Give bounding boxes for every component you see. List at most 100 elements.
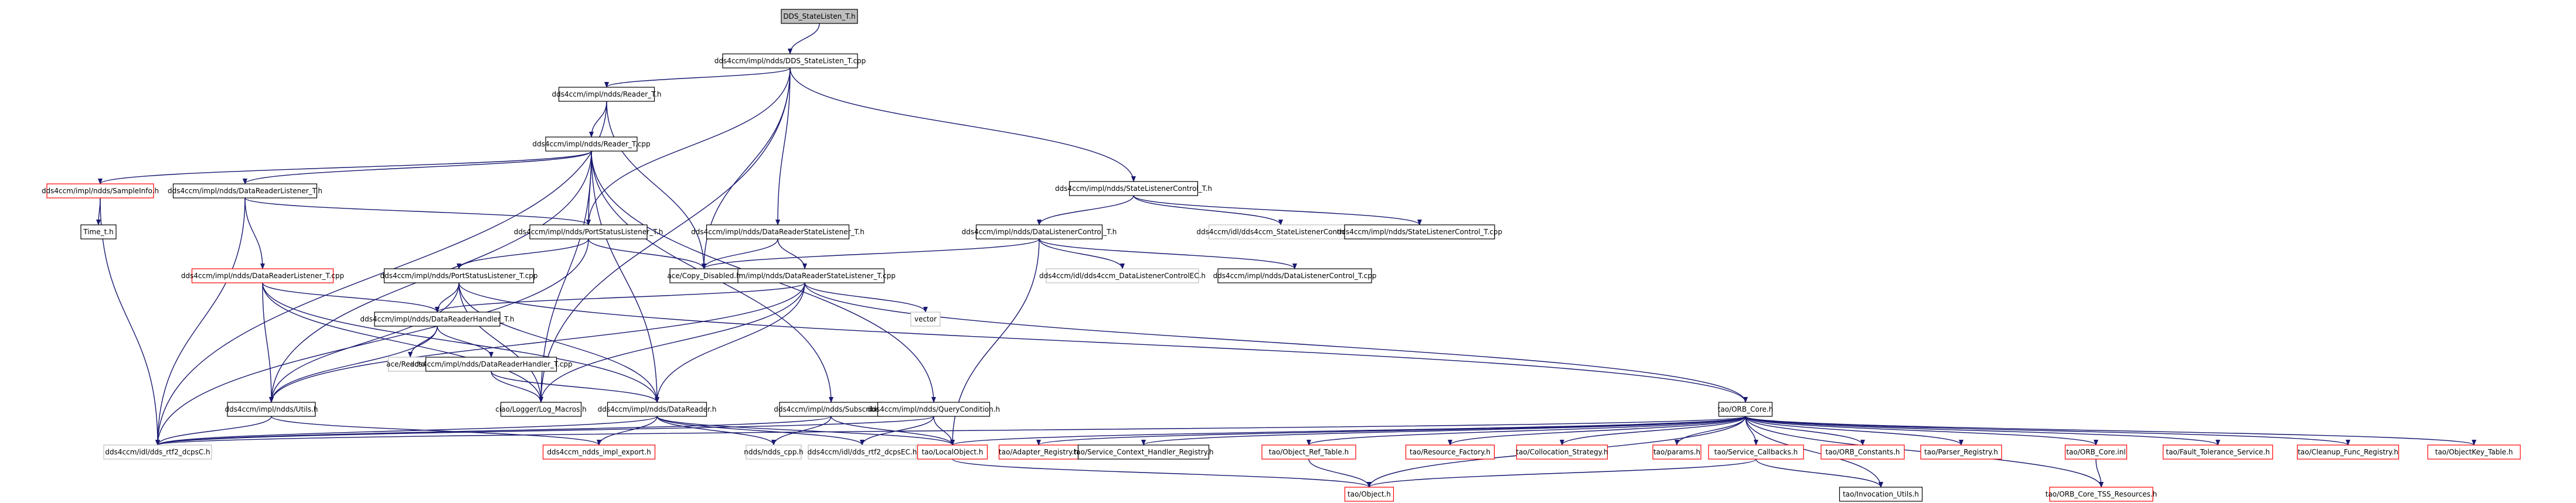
node-orb-constants[interactable]: tao/ORB_Constants.h (1820, 444, 1905, 460)
node-label: vector (914, 315, 937, 323)
node-slc-h[interactable]: dds4ccm/impl/ndds/StateListenerControl_T… (1055, 181, 1212, 196)
node-label: tao/Parser_Registry.h (1924, 448, 1998, 456)
node-label: tao/Invocation_Utils.h (1843, 490, 1919, 498)
include-edge-datareader-to-dds_rtf2_ec (656, 416, 865, 446)
node-box (746, 444, 802, 460)
node-drsl-cpp[interactable]: dds4ccm/impl/ndds/DataReaderStateListene… (714, 268, 896, 283)
node-time-t[interactable]: Time_t.h (80, 224, 117, 239)
node-log-macros[interactable]: ciao/Logger/Log_Macros.h (495, 402, 587, 417)
include-edge-drl_h-to-dds_rtf2 (155, 197, 246, 446)
include-edge-psl_cpp-to-orb_core (458, 282, 1748, 403)
include-edge-drsl_cpp-to-utils (269, 282, 805, 403)
include-edge-psl_h-to-copy_disabled (588, 238, 706, 269)
node-slc-ec[interactable]: dds4ccm/idl/dds4ccm_StateListenerControl… (1196, 224, 1365, 239)
node-dlc-h[interactable]: dds4ccm/impl/ndds/DataListenerControl_T.… (962, 224, 1117, 239)
node-drl-cpp[interactable]: dds4ccm/impl/ndds/DataReaderListener_T.c… (181, 268, 344, 283)
node-datareader[interactable]: dds4ccm/impl/ndds/DataReader.h (598, 402, 717, 417)
node-reader-h[interactable]: dds4ccm/impl/ndds/Reader_T.h (552, 87, 662, 102)
node-box (2296, 444, 2400, 460)
node-parser-reg[interactable]: tao/Parser_Registry.h (1920, 444, 2002, 460)
edges-layer (96, 23, 2476, 488)
node-orb-core-tss[interactable]: tao/ORB_Core_TSS_Resources.h (2046, 487, 2158, 502)
node-label: dds4ccm/impl/ndds/Subscriber.h (774, 405, 888, 413)
node-params[interactable]: tao/params.h (1652, 444, 1702, 460)
node-label: tao/Adapter_Registry.h (999, 448, 1078, 456)
node-label: dds4ccm/impl/ndds/PortStatusListener_T.c… (380, 272, 537, 280)
include-edge-drl_cpp-to-log_macros (262, 282, 543, 403)
node-orb-core-inl[interactable]: tao/ORB_Core.inl (2064, 444, 2128, 460)
node-invocation-utils[interactable]: tao/Invocation_Utils.h (1839, 487, 1923, 502)
node-root[interactable]: DDS_StateListen_T.h (781, 9, 858, 24)
node-box (2162, 444, 2274, 460)
node-subscriber[interactable]: dds4ccm/impl/ndds/Subscriber.h (774, 402, 889, 417)
include-edge-querycond-to-dds_rtf2 (155, 416, 934, 446)
node-res-factory[interactable]: tao/Resource_Factory.h (1405, 444, 1495, 460)
node-colloc[interactable]: tao/Collocation_Strategy.h (1516, 444, 1608, 460)
node-statelisten-cpp[interactable]: dds4ccm/impl/ndds/DDS_StateListen_T.cpp (714, 53, 866, 69)
include-edge-datareader-to-dds_rtf2 (155, 416, 658, 446)
node-sampleinfo[interactable]: dds4ccm/impl/ndds/SampleInfo.h (42, 183, 159, 199)
node-localobject[interactable]: tao/LocalObject.h (917, 444, 988, 460)
node-reader-cpp[interactable]: dds4ccm/impl/ndds/Reader_T.cpp (532, 136, 651, 152)
node-box (227, 402, 316, 417)
node-drh-h[interactable]: dds4ccm/impl/ndds/DataReaderHandler_T.h (360, 312, 515, 327)
node-svc-callbacks[interactable]: tao/Service_Callbacks.h (1708, 444, 1804, 460)
node-tao-object[interactable]: tao/Object.h (1344, 487, 1394, 502)
node-vector[interactable]: vector (910, 312, 941, 327)
node-drsl-h[interactable]: dds4ccm/impl/ndds/DataReaderStateListene… (691, 224, 865, 239)
node-box (374, 312, 501, 327)
include-edge-reader_cpp-to-drl_h (243, 150, 592, 184)
include-edge-orb_core_inl-to-orb_core_tss (2095, 458, 2104, 488)
node-box (1405, 444, 1495, 460)
node-psl-cpp[interactable]: dds4ccm/impl/ndds/PortStatusListener_T.c… (380, 268, 538, 283)
node-querycond[interactable]: dds4ccm/impl/ndds/QueryCondition.h (867, 402, 1000, 417)
include-edge-querycond-to-dds_rtf2_ec (860, 416, 934, 446)
node-dds-rtf2-ec[interactable]: dds4ccm/idl/dds_rtf2_dcpsEC.h (808, 444, 917, 460)
node-impl-export[interactable]: dds4ccm_ndds_impl_export.h (542, 444, 656, 460)
node-ace-reactor[interactable]: ace/Reactor.h (386, 357, 434, 372)
node-ndds-cpp[interactable]: ndds/ndds_cpp.h (744, 444, 804, 460)
node-dlc-ec[interactable]: dds4ccm/idl/dds4ccm_DataListenerControlE… (1039, 268, 1206, 283)
node-slc-cpp[interactable]: dds4ccm/impl/ndds/StateListenerControl_T… (1337, 224, 1502, 239)
include-edge-datareader-to-ndds_cpp (656, 416, 776, 446)
node-label: ace/Copy_Disabled.h (667, 272, 740, 280)
node-ft-service[interactable]: tao/Fault_Tolerance_Service.h (2162, 444, 2274, 460)
node-label: dds4ccm/impl/ndds/DataReaderHandler_T.h (360, 315, 515, 323)
node-box (706, 224, 850, 239)
include-edge-dlc_h-to-copy_disabled (702, 238, 1040, 269)
node-box (1217, 268, 1372, 283)
node-label: dds4ccm/idl/dds4ccm_DataListenerControlE… (1039, 272, 1206, 280)
node-copy-disabled[interactable]: ace/Copy_Disabled.h (667, 268, 741, 283)
include-edge-slc_h-to-slc_ec (1133, 195, 1283, 225)
node-orb-core[interactable]: tao/ORB_Core.h (1718, 402, 1774, 417)
include-edge-orb_core-to-cleanup_reg (1745, 416, 2350, 446)
include-edge-orb_core-to-objref_table (1306, 416, 1746, 446)
include-edge-psl_h-to-psl_cpp (457, 238, 589, 269)
node-objref-table[interactable]: tao/Object_Ref_Table.h (1261, 444, 1356, 460)
node-label: dds4ccm/impl/ndds/DataReaderStateListene… (691, 228, 865, 236)
node-objkey-table[interactable]: tao/ObjectKey_Table.h (2427, 444, 2521, 460)
node-adapter-reg[interactable]: tao/Adapter_Registry.h (998, 444, 1079, 460)
include-edge-orb_core-to-dds_rtf2 (156, 416, 1746, 446)
node-box (1046, 268, 1199, 283)
include-edge-objref_table-to-tao_object (1308, 458, 1372, 488)
include-edge-localobject-to-tao_object (952, 458, 1372, 488)
include-edge-subscriber-to-dds_rtf2 (155, 416, 832, 446)
include-edge-orb_core-to-res_factory (1448, 416, 1746, 446)
node-label: dds4ccm/impl/ndds/DataListenerControl_T.… (962, 228, 1117, 236)
node-dds-rtf2[interactable]: dds4ccm/idl/dds_rtf2_dcpsC.h (103, 444, 212, 460)
node-dlc-cpp[interactable]: dds4ccm/impl/ndds/DataListenerControl_T.… (1213, 268, 1377, 283)
include-edge-subscriber-to-ndds_cpp (771, 416, 832, 446)
node-drh-cpp[interactable]: dds4ccm/impl/ndds/DataReaderHandler_T.cp… (410, 357, 573, 372)
node-label: tao/Object_Ref_Table.h (1269, 448, 1349, 456)
include-edge-drh_cpp-to-log_macros (491, 371, 543, 403)
node-cleanup-reg[interactable]: tao/Cleanup_Func_Registry.h (2296, 444, 2400, 460)
node-svc-ctx-reg[interactable]: tao/Service_Context_Handler_Registry.h (1074, 444, 1214, 460)
node-psl-h[interactable]: dds4ccm/impl/ndds/PortStatusListener_T.h (514, 224, 663, 239)
include-edge-reader_h-to-copy_disabled (606, 101, 706, 269)
node-drl-h[interactable]: dds4ccm/impl/ndds/DataReaderListener_T.h (168, 183, 322, 199)
include-edge-orb_core-to-adapter_reg (1036, 416, 1746, 446)
node-utils[interactable]: dds4ccm/impl/ndds/Utils.h (224, 402, 318, 417)
node-box (558, 87, 655, 102)
